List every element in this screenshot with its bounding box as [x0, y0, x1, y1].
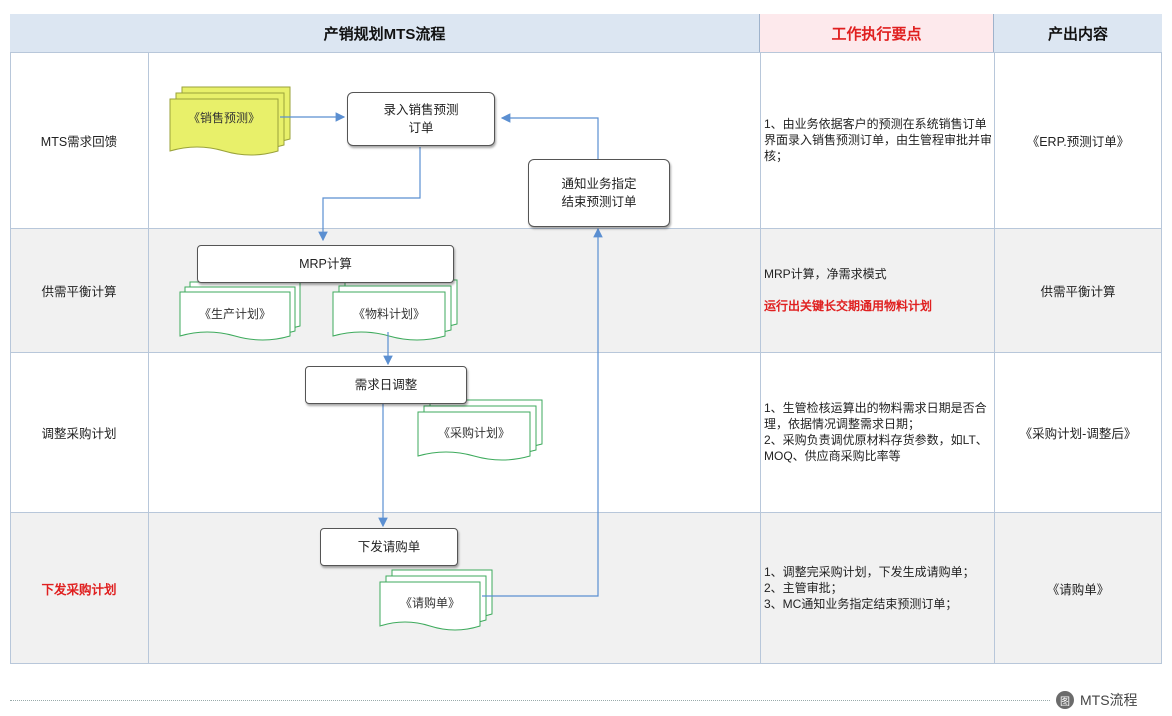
row-label-issue-purchase: 下发采购计划 [41, 582, 117, 597]
row-label-mts-feedback: MTS需求回馈 [40, 134, 118, 149]
box-notify-end-forecast-label: 通知业务指定 结束预测订单 [561, 177, 637, 209]
box-mrp-calc-label: MRP计算 [299, 257, 352, 271]
doc-production-plan-label: 《生产计划》 [198, 307, 271, 321]
points-text-wrap: MRP计算，净需求模式 运行出关键长交期通用物料计划 [764, 250, 932, 330]
doc-purchase-plan-label: 《采购计划》 [437, 426, 510, 440]
doc-material-plan-shape [332, 279, 458, 341]
doc-production-plan-shape [179, 281, 301, 341]
points-row-1: 1、由业务依据客户的预测在系统销售订单界面录入销售预测订单，由生管程审批并审核； [760, 52, 994, 228]
header-flow-title: 产销规划MTS流程 [10, 14, 760, 52]
doc-sales-forecast-label: 《销售预测》 [187, 111, 260, 125]
box-enter-forecast-order: 录入销售预测 订单 [347, 92, 495, 146]
points-highlight: 运行出关键长交期通用物料计划 [764, 299, 933, 313]
row-band-4 [10, 512, 1162, 664]
box-mrp-calc: MRP计算 [197, 245, 454, 283]
box-notify-end-forecast: 通知业务指定 结束预测订单 [528, 159, 670, 227]
row-band-3 [10, 352, 1162, 512]
output-row-1: 《ERP.预测订单》 [1026, 134, 1130, 149]
process-table: 产销规划MTS流程 工作执行要点 产出内容 MTS需求回馈 供需平衡计算 调整采… [10, 14, 1162, 664]
points-row-4: 1、调整完采购计划，下发生成请购单； 2、主管审批； 3、MC通知业务指定结束预… [760, 512, 994, 664]
doc-requisition-label: 《请购单》 [399, 596, 460, 610]
doc-purchase-plan-shape [417, 399, 543, 461]
points-text: 1、调整完采购计划，下发生成请购单； 2、主管审批； 3、MC通知业务指定结束预… [764, 565, 975, 611]
doc-sales-forecast-shape [169, 86, 291, 156]
points-text: 1、由业务依据客户的预测在系统销售订单界面录入销售预测订单，由生管程审批并审核； [764, 117, 993, 163]
box-enter-forecast-order-label: 录入销售预测 订单 [383, 103, 459, 135]
output-row-4: 《请购单》 [1046, 582, 1110, 597]
row-label-balance-calc: 供需平衡计算 [41, 284, 117, 299]
box-adjust-demand-date: 需求日调整 [305, 366, 467, 404]
figure-caption: MTS流程 [1080, 692, 1138, 708]
doc-requisition-shape [379, 569, 493, 631]
box-adjust-demand-date-label: 需求日调整 [354, 378, 418, 392]
doc-material-plan-label: 《物料计划》 [352, 307, 425, 321]
output-row-3: 《采购计划-调整后》 [1019, 426, 1137, 441]
box-issue-requisition-label: 下发请购单 [357, 540, 421, 554]
row-label-adjust-purchase: 调整采购计划 [41, 426, 117, 441]
image-icon: 图 [1056, 691, 1074, 709]
footer-divider [10, 700, 1050, 701]
box-issue-requisition: 下发请购单 [320, 528, 458, 566]
header-points-title: 工作执行要点 [760, 14, 994, 52]
points-row-2: MRP计算，净需求模式 运行出关键长交期通用物料计划 [760, 228, 994, 352]
points-text: 1、生管检核运算出的物料需求日期是否合理，依据情况调整需求日期； 2、采购负责调… [764, 401, 988, 463]
points-text: MRP计算，净需求模式 [764, 267, 887, 281]
header-output-title: 产出内容 [994, 14, 1162, 52]
output-row-2: 供需平衡计算 [1040, 284, 1116, 299]
points-row-3: 1、生管检核运算出的物料需求日期是否合理，依据情况调整需求日期； 2、采购负责调… [760, 352, 994, 512]
flow-connectors [169, 86, 603, 631]
